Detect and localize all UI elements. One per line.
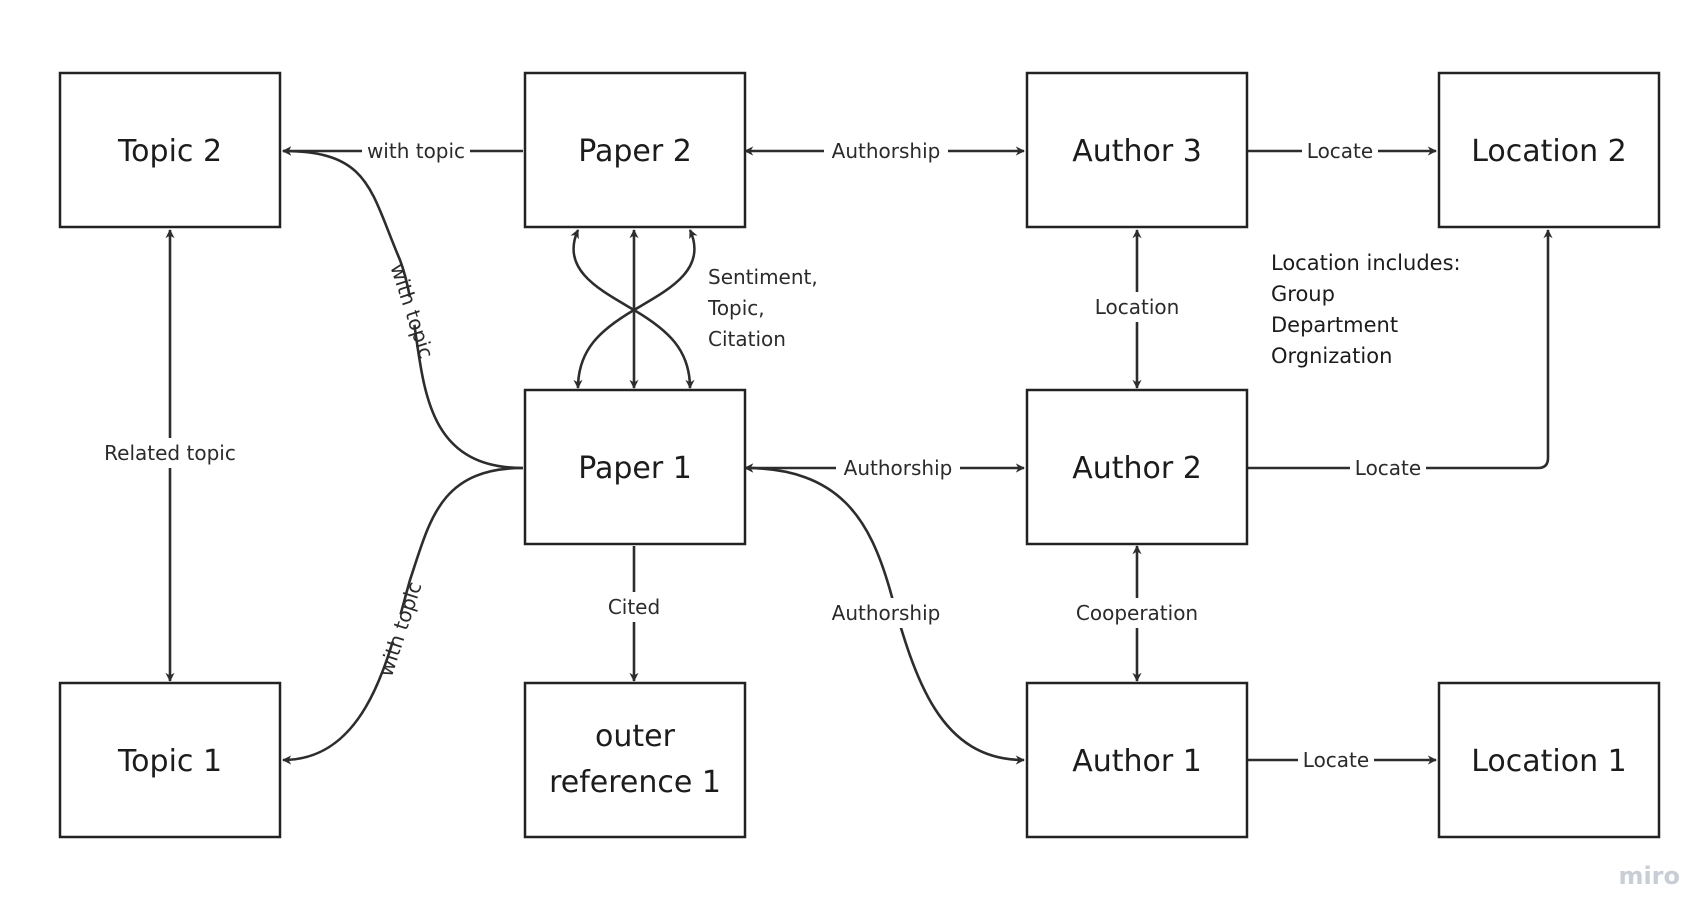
node-paper1[interactable]: Paper 1 — [523, 388, 747, 546]
edge-paper-cross-left[interactable] — [570, 229, 695, 389]
node-author3-label: Author 3 — [1072, 134, 1202, 169]
label-paper1-author2: Authorship — [844, 456, 953, 480]
label-related-topic: Related topic — [104, 441, 236, 465]
node-outer-reference1-label-line1: outer — [595, 719, 676, 754]
node-paper1-label: Paper 1 — [578, 451, 692, 486]
node-author1-label: Author 1 — [1072, 744, 1202, 779]
node-author2[interactable]: Author 2 — [1025, 388, 1249, 546]
node-location2[interactable]: Location 2 — [1437, 71, 1661, 229]
miro-watermark: miro — [1618, 862, 1680, 890]
node-topic1-label: Topic 1 — [117, 744, 222, 779]
node-location1-label: Location 1 — [1471, 744, 1627, 779]
note-line-2: Group — [1271, 282, 1335, 306]
label-author3-location2: Locate — [1307, 139, 1373, 163]
edge-paper1-topic1[interactable] — [282, 466, 524, 765]
edge-labels: with topic Authorship Locate Related top… — [100, 136, 1426, 775]
label-paper-relations-line3: Citation — [708, 327, 786, 351]
note-line-1: Location includes: — [1271, 251, 1461, 275]
note-line-3: Department — [1271, 313, 1398, 337]
label-paper-relations-line1: Sentiment, — [708, 265, 818, 289]
location-note: Location includes: Group Department Orgn… — [1271, 251, 1461, 368]
label-author2-author1: Cooperation — [1076, 601, 1198, 625]
edge-paper1-author1[interactable] — [744, 463, 1025, 765]
label-paper1-outer: Cited — [608, 595, 660, 619]
node-paper2[interactable]: Paper 2 — [523, 71, 747, 229]
node-topic1[interactable]: Topic 1 — [58, 681, 282, 839]
node-author2-label: Author 2 — [1072, 451, 1202, 486]
note-line-4: Orgnization — [1271, 344, 1392, 368]
label-paper2-author3: Authorship — [832, 139, 941, 163]
node-author3[interactable]: Author 3 — [1025, 71, 1249, 229]
node-paper2-label: Paper 2 — [578, 134, 692, 169]
label-author3-author2: Location — [1095, 295, 1180, 319]
label-author2-location2: Locate — [1355, 456, 1421, 480]
label-paper-relations-line2: Topic, — [707, 296, 765, 320]
node-location2-label: Location 2 — [1471, 134, 1627, 169]
node-topic2[interactable]: Topic 2 — [58, 71, 282, 229]
label-paper1-author1: Authorship — [832, 601, 941, 625]
label-paper2-topic2: with topic — [367, 139, 465, 163]
node-outer-reference1-label-line2: reference 1 — [549, 765, 721, 800]
node-topic2-label: Topic 2 — [117, 134, 222, 169]
node-outer-reference1[interactable]: outer reference 1 — [523, 681, 747, 839]
nodes: Topic 2 Paper 2 Author 3 Location 2 Pape… — [58, 71, 1661, 839]
edge-author2-location2[interactable] — [1247, 229, 1553, 470]
node-location1[interactable]: Location 1 — [1437, 681, 1661, 839]
label-author1-location1: Locate — [1303, 748, 1369, 772]
edge-paper-cross-right[interactable] — [573, 229, 698, 389]
node-author1[interactable]: Author 1 — [1025, 681, 1249, 839]
edge-paper1-topic2[interactable] — [282, 146, 524, 470]
